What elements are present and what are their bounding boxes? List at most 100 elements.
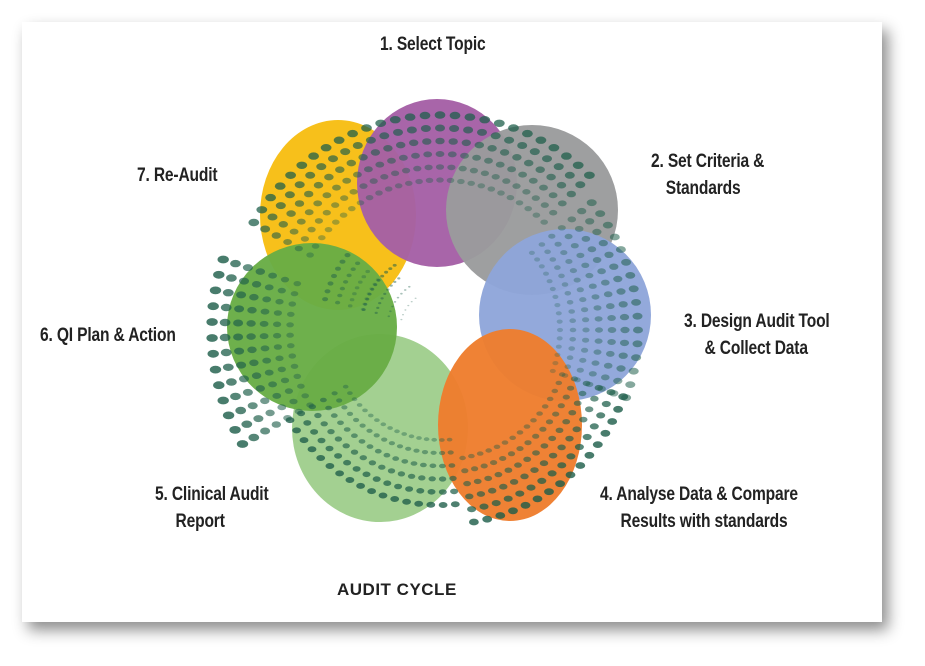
- decorative-dot: [375, 161, 385, 168]
- decorative-dot: [264, 369, 274, 376]
- decorative-dot: [621, 258, 632, 266]
- decorative-dot: [549, 209, 558, 216]
- decorative-dot: [588, 371, 597, 377]
- decorative-dot: [564, 364, 572, 370]
- decorative-dot: [365, 195, 374, 201]
- decorative-dot: [507, 451, 516, 457]
- decorative-dot: [613, 405, 623, 413]
- decorative-dot: [234, 305, 245, 313]
- decorative-dot: [564, 171, 575, 179]
- decorative-dot: [219, 333, 231, 342]
- decorative-dot: [620, 326, 630, 334]
- decorative-dot: [499, 149, 510, 156]
- decorative-dot: [294, 245, 303, 252]
- decorative-dot: [235, 406, 247, 415]
- decorative-dot: [438, 476, 447, 482]
- decorative-dot: [277, 404, 287, 411]
- decorative-dot: [299, 437, 309, 444]
- decorative-dot: [427, 489, 436, 495]
- decorative-dot: [607, 327, 617, 333]
- decorative-dot: [335, 166, 345, 173]
- decorative-dot: [259, 320, 269, 327]
- decorative-dot: [457, 178, 465, 185]
- decorative-dot: [320, 144, 332, 152]
- decorative-dot: [399, 154, 408, 161]
- decorative-dot: [392, 263, 397, 267]
- decorative-dot: [403, 289, 407, 291]
- decorative-dot: [468, 453, 475, 459]
- decorative-dot: [376, 306, 380, 309]
- decorative-dot: [259, 333, 269, 340]
- decorative-dot: [569, 337, 576, 342]
- decorative-dot: [420, 462, 427, 468]
- stage-4-circle: [438, 329, 582, 521]
- decorative-dot: [275, 202, 286, 210]
- decorative-dot: [387, 426, 393, 430]
- decorative-dot: [380, 274, 385, 278]
- decorative-dot: [303, 420, 312, 426]
- decorative-dot: [301, 393, 310, 399]
- decorative-dot: [271, 421, 281, 428]
- decorative-dot: [582, 433, 592, 441]
- decorative-dot: [590, 395, 599, 402]
- decorative-dot: [230, 259, 241, 268]
- decorative-dot: [548, 435, 557, 442]
- decorative-dot: [275, 355, 284, 362]
- decorative-dot: [439, 438, 445, 442]
- decorative-dot: [582, 380, 591, 387]
- decorative-dot: [532, 450, 540, 456]
- decorative-dot: [343, 427, 351, 432]
- decorative-dot: [493, 119, 505, 128]
- decorative-dot: [313, 200, 323, 207]
- decorative-dot: [572, 426, 581, 433]
- decorative-dot: [346, 159, 356, 167]
- decorative-dot: [588, 283, 597, 289]
- decorative-dot: [595, 327, 603, 333]
- decorative-dot: [340, 195, 349, 201]
- decorative-dot: [256, 206, 268, 214]
- decorative-dot: [351, 397, 358, 402]
- decorative-dot: [594, 338, 603, 344]
- decorative-dot: [407, 304, 410, 307]
- decorative-dot: [549, 368, 556, 374]
- decorative-dot: [569, 268, 578, 274]
- decorative-dot: [488, 487, 497, 494]
- decorative-dot: [296, 218, 306, 225]
- decorative-dot: [322, 192, 332, 199]
- decorative-dot: [446, 177, 455, 183]
- decorative-dot: [242, 264, 253, 272]
- decorative-dot: [328, 155, 338, 163]
- decorative-dot: [332, 184, 341, 191]
- decorative-dot: [317, 437, 326, 444]
- decorative-dot: [473, 478, 482, 485]
- decorative-dot: [352, 142, 363, 149]
- decorative-dot: [359, 183, 368, 189]
- decorative-dot: [345, 477, 355, 483]
- decorative-dot: [430, 450, 437, 455]
- decorative-dot: [405, 486, 414, 492]
- decorative-dot: [581, 347, 589, 353]
- decorative-dot: [260, 427, 271, 435]
- decorative-dot: [476, 491, 486, 497]
- decorative-dot: [283, 239, 292, 245]
- decorative-dot: [363, 302, 368, 306]
- decorative-dot: [579, 416, 588, 423]
- decorative-dot: [286, 332, 294, 338]
- decorative-dot: [337, 293, 343, 298]
- decorative-dot: [566, 300, 574, 305]
- decorative-dot: [632, 340, 643, 348]
- decorative-dot: [322, 209, 331, 216]
- decorative-dot: [555, 427, 564, 433]
- decorative-dot: [335, 266, 341, 271]
- decorative-dot: [560, 250, 568, 256]
- decorative-dot: [356, 482, 365, 489]
- stage-5-line2: Report: [175, 511, 225, 532]
- decorative-dot: [292, 427, 301, 434]
- decorative-dot: [618, 393, 629, 401]
- decorative-dot: [495, 512, 506, 519]
- decorative-dot: [574, 225, 584, 232]
- decorative-dot: [353, 171, 362, 178]
- stage-4-line1: 4. Analyse Data & Compare: [600, 484, 798, 505]
- decorative-dot: [552, 294, 559, 299]
- decorative-dot: [419, 111, 431, 120]
